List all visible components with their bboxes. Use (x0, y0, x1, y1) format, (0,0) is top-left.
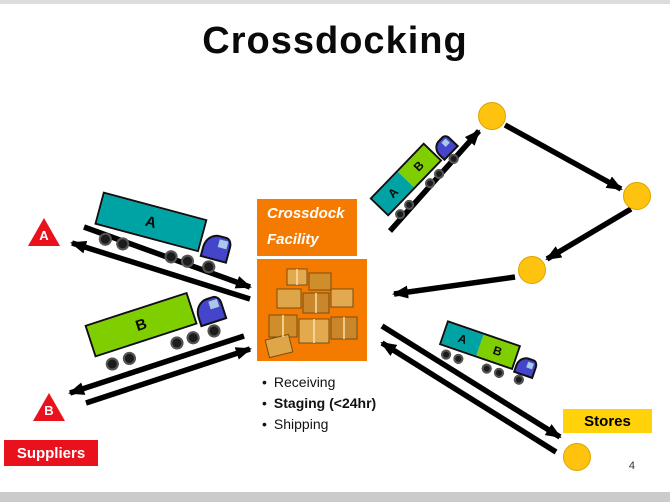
truck-bottom-wheel (480, 362, 494, 375)
arrow-store1-to-store2 (503, 122, 623, 192)
bullet-marker: • (262, 395, 267, 411)
truck-b-wheel (121, 350, 138, 367)
bullet-receiving-text: Receiving (273, 374, 336, 390)
warehouse-boxes-image (257, 259, 367, 361)
suppliers-box: Suppliers (4, 440, 98, 466)
truck-b-cab (192, 293, 228, 328)
slide-edge-bottom (0, 492, 670, 502)
facility-label-line2: Facility (267, 231, 319, 248)
store-node-4 (563, 443, 591, 471)
truck-bottom-wheel (451, 352, 465, 366)
truck-b-wheel (184, 329, 202, 346)
truck-b-wheel (205, 322, 223, 340)
arrow-store3-to-facility (392, 274, 516, 299)
supplier-a-label: A (39, 228, 49, 243)
truck-a-trailer: A (94, 191, 208, 253)
stores-box: Stores (563, 409, 652, 433)
truck-b-wheel (168, 334, 186, 352)
truck-outbound-bottom: A B (434, 319, 546, 393)
bullet-shipping: • Shipping (262, 414, 376, 435)
bullet-marker: • (262, 374, 267, 390)
arrow-store2-to-store3 (545, 206, 633, 262)
bullet-staging-text: Staging (<24hr) (273, 395, 377, 411)
bullet-staging: • Staging (<24hr) (262, 393, 376, 414)
store-node-1 (478, 102, 506, 130)
truck-a-wheel (114, 235, 131, 252)
truck-a-wheel (97, 231, 114, 248)
truck-b-wheel (104, 355, 121, 373)
supplier-b-label: B (44, 403, 54, 418)
facility-label-line1: Crossdock (267, 205, 345, 222)
truck-outbound-top: A B (369, 123, 471, 227)
slide-edge-top (0, 0, 670, 4)
process-bullet-list: • Receiving • Staging (<24hr) • Shipping (262, 372, 376, 435)
truck-a-cab (199, 231, 234, 264)
store-node-3 (518, 256, 546, 284)
truck-a-trailer-label: A (96, 193, 206, 250)
truck-bottom-trailer: A B (438, 320, 522, 371)
suppliers-label: Suppliers (16, 444, 86, 462)
bullet-receiving: • Receiving (262, 372, 376, 393)
bullet-shipping-text: Shipping (273, 416, 329, 432)
page-number: 4 (628, 460, 635, 472)
bullet-marker: • (262, 416, 267, 432)
truck-a-wheel (179, 253, 196, 270)
truck-a-wheel (200, 258, 217, 275)
crossdock-facility-label: Crossdock Facility (257, 199, 357, 256)
supplier-a-marker: A (28, 218, 60, 246)
slide-title: Crossdocking (202, 20, 468, 62)
truck-bottom-wheel (492, 366, 506, 380)
truck-a-wheel (163, 248, 180, 265)
truck-bottom-wheel (439, 348, 453, 361)
store-node-2 (623, 182, 651, 210)
supplier-b-marker: B (33, 393, 65, 421)
truck-inbound-b: B (84, 279, 236, 376)
truck-inbound-a: A (89, 190, 241, 281)
stores-label: Stores (584, 412, 631, 430)
truck-bottom-seg-b: B (476, 334, 519, 368)
